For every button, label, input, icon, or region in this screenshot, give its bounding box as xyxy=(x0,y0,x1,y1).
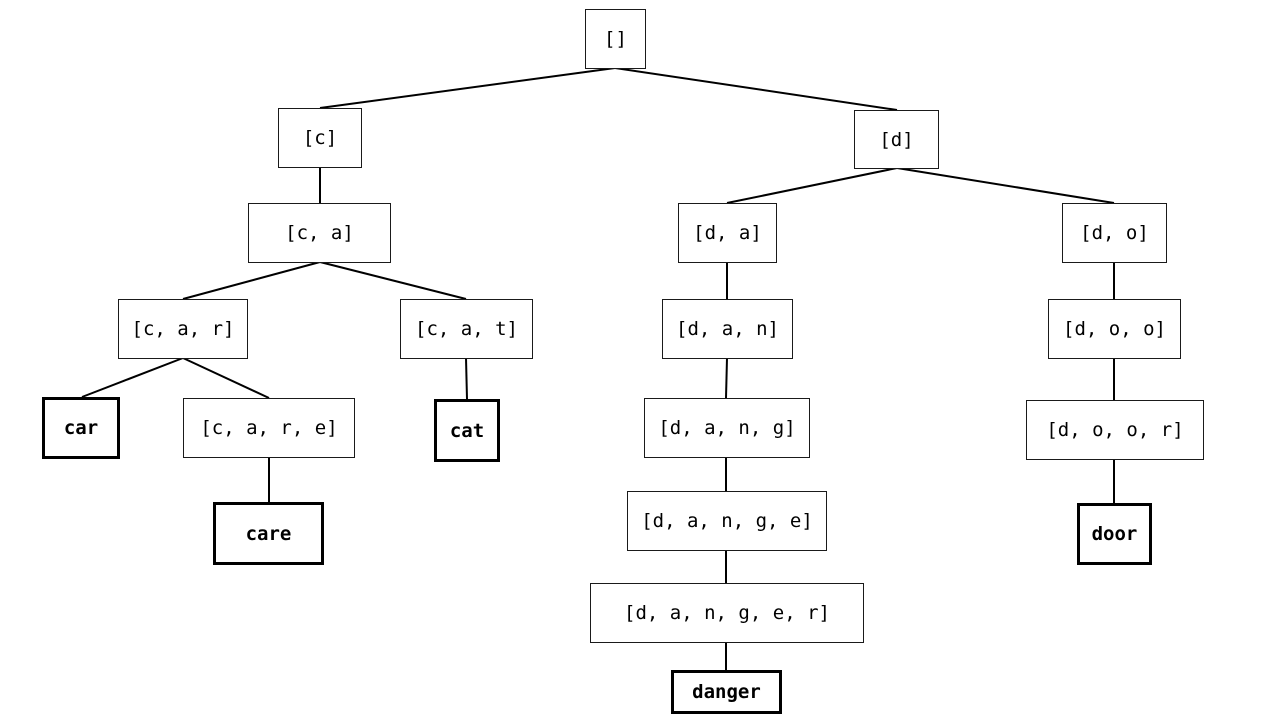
node-dange: [d, a, n, g, e] xyxy=(627,491,827,551)
node-ca: [c, a] xyxy=(248,203,391,263)
word-danger: danger xyxy=(671,670,782,714)
word-cat: cat xyxy=(434,399,500,462)
node-danger: [d, a, n, g, e, r] xyxy=(590,583,864,643)
edge-car-carword xyxy=(81,357,184,398)
node-c: [c] xyxy=(278,108,362,168)
node-doo: [d, o, o] xyxy=(1048,299,1181,359)
node-da: [d, a] xyxy=(678,203,777,263)
node-cat: [c, a, t] xyxy=(400,299,533,359)
node-d: [d] xyxy=(854,110,939,169)
node-root: [] xyxy=(585,9,646,69)
edge-root-d xyxy=(614,67,898,111)
edge-root-c xyxy=(319,67,616,109)
node-dang: [d, a, n, g] xyxy=(644,398,810,458)
word-care: care xyxy=(213,502,324,565)
edge-car-care xyxy=(182,357,270,399)
edge-d-do xyxy=(896,167,1115,204)
edge-d-da xyxy=(726,167,898,204)
node-car: [c, a, r] xyxy=(118,299,248,359)
node-care: [c, a, r, e] xyxy=(183,398,355,458)
node-door: [d, o, o, r] xyxy=(1026,400,1204,460)
edge-dan-dang xyxy=(725,357,728,399)
node-do: [d, o] xyxy=(1062,203,1167,263)
edge-ca-cat xyxy=(319,261,467,300)
node-dan: [d, a, n] xyxy=(662,299,793,359)
edge-cat-catword xyxy=(465,357,468,400)
word-door: door xyxy=(1077,503,1152,565)
word-car: car xyxy=(42,397,120,459)
edge-ca-car xyxy=(182,261,321,300)
